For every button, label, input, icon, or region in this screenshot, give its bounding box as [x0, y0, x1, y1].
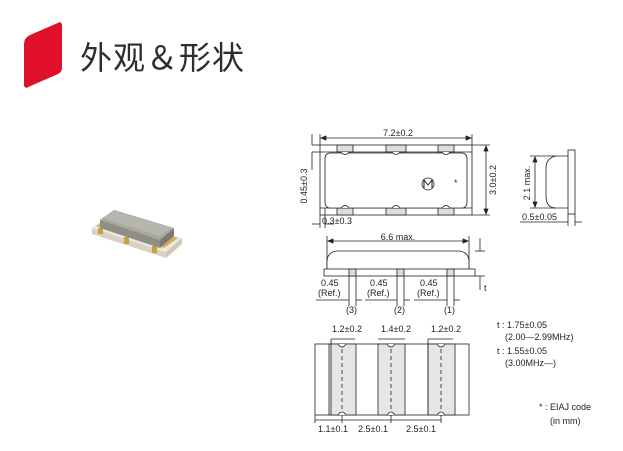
svg-text:0.45: 0.45	[321, 278, 339, 288]
front-view: 6.6 max. t 0.45 (Ref.) 0.45 (Ref.) 0.45 …	[316, 232, 487, 315]
svg-text:0.45: 0.45	[420, 278, 438, 288]
svg-text:2.5±0.1: 2.5±0.1	[358, 424, 388, 434]
svg-text:(1): (1)	[444, 305, 455, 315]
svg-text:1.2±0.2: 1.2±0.2	[431, 324, 461, 334]
svg-text:(Ref.): (Ref.)	[367, 288, 390, 298]
page-title: 外观＆形状	[80, 39, 246, 77]
svg-text:(in mm): (in mm)	[550, 416, 581, 426]
svg-text:0.5±0.05: 0.5±0.05	[522, 212, 557, 222]
svg-text:0.45: 0.45	[370, 278, 388, 288]
svg-text:6.6 max.: 6.6 max.	[381, 232, 416, 242]
svg-text:2.1 max.: 2.1 max.	[522, 166, 532, 201]
svg-text:3.0±0.2: 3.0±0.2	[488, 165, 498, 195]
svg-text:* : EIAJ code: * : EIAJ code	[539, 402, 591, 412]
svg-text:1.4±0.2: 1.4±0.2	[381, 324, 411, 334]
svg-text:t : 1.55±0.05: t : 1.55±0.05	[497, 346, 547, 356]
red-parallelogram-badge-icon	[22, 22, 64, 90]
top-view: * 7.2±0.2 3.0±0.2 0.45±0.3 0.3±0.3	[299, 128, 498, 228]
side-view: 2.1 max. 0.5±0.05	[520, 149, 582, 226]
svg-text:*: *	[454, 178, 458, 188]
notes: t : 1.75±0.05 (2.00—2.99MHz) t : 1.55±0.…	[497, 320, 591, 426]
svg-text:t : 1.75±0.05: t : 1.75±0.05	[497, 320, 547, 330]
svg-text:(3): (3)	[346, 305, 357, 315]
section-header: 外观＆形状	[22, 22, 246, 88]
product-photo	[86, 198, 186, 264]
svg-text:t: t	[484, 283, 487, 293]
svg-text:2.5±0.1: 2.5±0.1	[406, 424, 436, 434]
svg-text:0.3±0.3: 0.3±0.3	[322, 216, 352, 226]
bottom-view: 1.2±0.2 1.4±0.2 1.2±0.2	[314, 324, 470, 434]
svg-text:7.2±0.2: 7.2±0.2	[383, 128, 413, 138]
svg-text:1.1±0.1: 1.1±0.1	[318, 424, 348, 434]
svg-text:1.2±0.2: 1.2±0.2	[332, 324, 362, 334]
svg-text:0.45±0.3: 0.45±0.3	[299, 169, 309, 204]
svg-text:(Ref.): (Ref.)	[417, 288, 440, 298]
svg-text:(2): (2)	[394, 305, 405, 315]
svg-text:(2.00—2.99MHz): (2.00—2.99MHz)	[505, 332, 574, 342]
svg-text:(3.00MHz—): (3.00MHz—)	[505, 358, 556, 368]
svg-text:(Ref.): (Ref.)	[318, 288, 341, 298]
dimension-drawing: * 7.2±0.2 3.0±0.2 0.45±0.3 0.3±0.3	[290, 128, 623, 446]
